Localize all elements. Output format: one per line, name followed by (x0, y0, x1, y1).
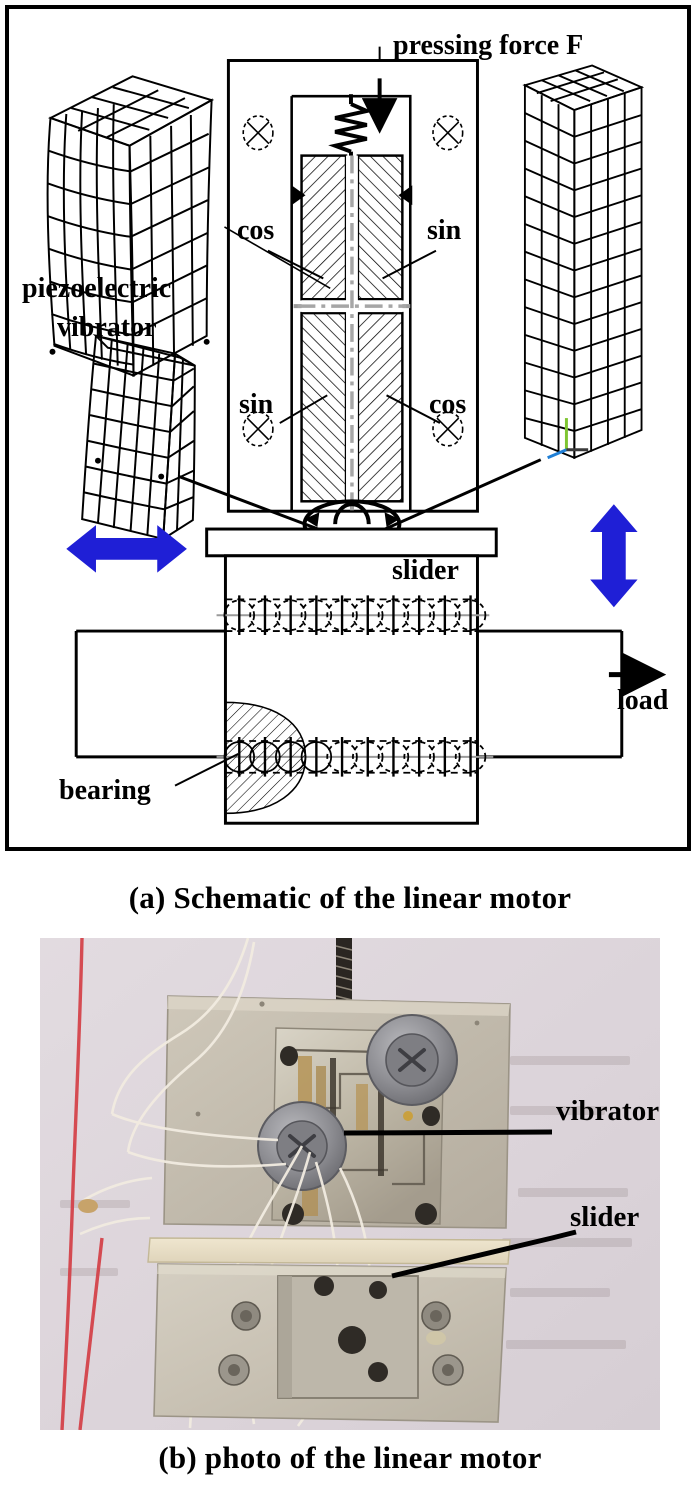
caption-a: (a) Schematic of the linear motor (128, 880, 572, 915)
leader-cos-bottom (386, 394, 441, 424)
bolt-holes (280, 1046, 440, 1225)
label-cos-bottom: cos (429, 389, 467, 420)
leaders-cos-sin (267, 249, 441, 424)
left-deformed-mesh-upper (46, 75, 215, 378)
label-vibrator-photo: vibrator (556, 1095, 660, 1127)
label-slider: slider (392, 555, 459, 586)
slider-carriage (277, 1275, 419, 1399)
bearing-hatched-body (224, 701, 307, 815)
right-undeformed-mesh (522, 64, 645, 460)
bearing-raceway-upper (216, 595, 490, 636)
leader-bearing (174, 753, 239, 787)
label-bearing: bearing (59, 775, 151, 806)
coordinate-triad-icon (547, 418, 589, 460)
label-sin-top: sin (427, 215, 462, 246)
left-deformed-mesh-lower (81, 334, 196, 541)
piezoelectric-vibrator-body (291, 154, 413, 517)
holder-frame (226, 59, 479, 513)
leader-vibrator-photo (343, 1129, 553, 1136)
label-pressing-force: pressing force F (393, 30, 584, 61)
caption-b: (b) photo of the linear motor (158, 1440, 542, 1475)
label-cos-top: cos (237, 215, 275, 246)
threaded-rod (335, 938, 353, 1006)
preload-spring (328, 94, 374, 159)
base-screws (218, 1301, 464, 1386)
horizontal-vibration-arrow (66, 525, 187, 573)
leader-right-mesh-to-tip (380, 458, 542, 533)
leader-slider-photo (391, 1229, 577, 1279)
label-piezoelectric: piezoelectric (22, 273, 172, 304)
slider-bar (147, 1237, 511, 1265)
leader-left-mesh-to-tip (178, 475, 324, 533)
photo-panel: vibrator slider (40, 938, 660, 1430)
schematic-panel: pressing force F piezoelectric vibrator … (5, 5, 691, 851)
leader-cos-top (267, 249, 324, 280)
leader-sin-bottom (279, 394, 328, 424)
fixing-cross-symbols (242, 115, 464, 447)
label-load: load (617, 685, 669, 716)
photo-image (40, 938, 660, 1430)
label-sin-bottom: sin (239, 389, 274, 420)
vertical-vibration-arrow (590, 504, 638, 608)
label-vibrator: vibrator (57, 312, 157, 343)
leader-sin-top (382, 249, 437, 280)
label-slider-photo: slider (570, 1201, 640, 1233)
schematic-drawing (46, 46, 667, 825)
red-wire (60, 938, 104, 1430)
clamp-disc-upper (366, 1014, 458, 1106)
